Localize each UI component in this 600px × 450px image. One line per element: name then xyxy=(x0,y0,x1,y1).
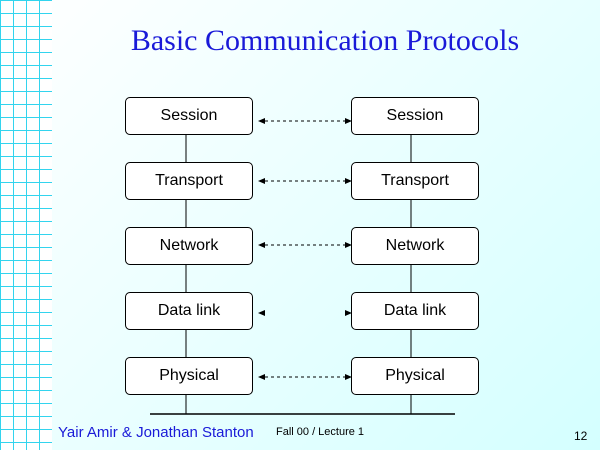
slide-title: Basic Communication Protocols xyxy=(130,24,520,57)
right-physical-box: Physical xyxy=(351,357,479,395)
footer-course: Fall 00 / Lecture 1 xyxy=(276,426,365,438)
right-data-link-box: Data link xyxy=(351,292,479,330)
left-physical-box: Physical xyxy=(125,357,253,395)
peer-arrow-network xyxy=(258,242,352,248)
decorative-grid xyxy=(0,0,52,450)
right-transport-box: Transport xyxy=(351,162,479,200)
left-network-box: Network xyxy=(125,227,253,265)
footer-author: Yair Amir & Jonathan Stanton xyxy=(58,424,254,441)
peer-arrow-transport xyxy=(258,178,352,184)
peer-arrow-session xyxy=(258,118,352,124)
left-session-box: Session xyxy=(125,97,253,135)
peer-arrow-data-link xyxy=(258,310,352,316)
right-session-box: Session xyxy=(351,97,479,135)
peer-arrow-physical xyxy=(258,374,352,380)
right-network-box: Network xyxy=(351,227,479,265)
left-transport-box: Transport xyxy=(125,162,253,200)
page-number: 12 xyxy=(574,429,588,443)
left-data-link-box: Data link xyxy=(125,292,253,330)
